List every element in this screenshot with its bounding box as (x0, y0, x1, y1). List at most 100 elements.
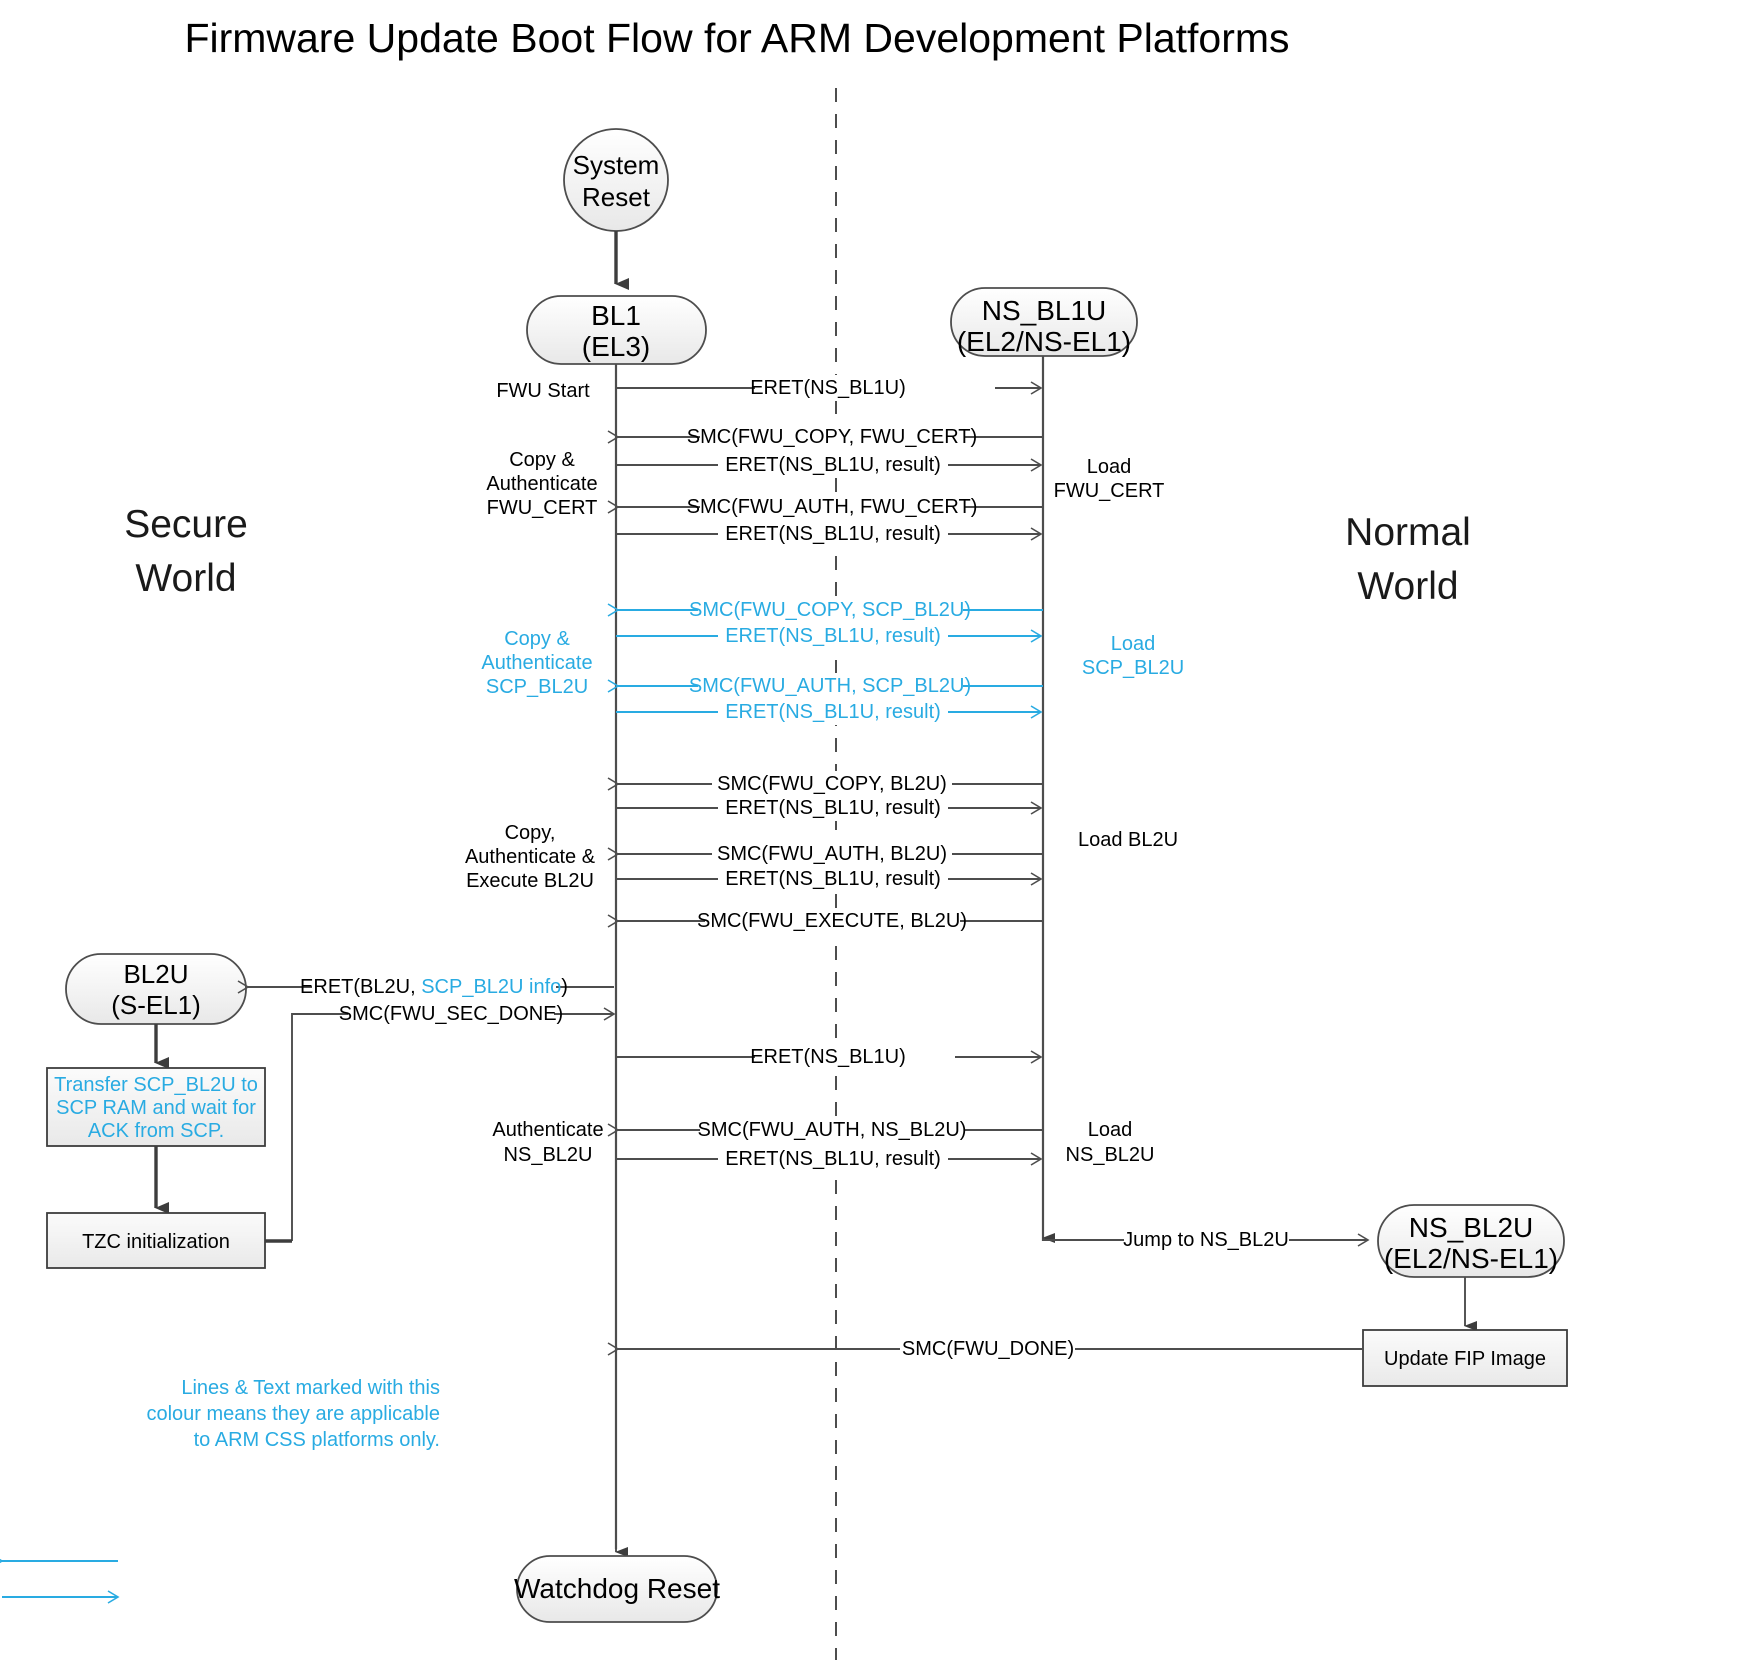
node-ns-bl1u[interactable]: NS_BL1U (EL2/NS-EL1) (950, 287, 1138, 357)
ns-bl1u-line2: (EL2/NS-EL1) (957, 326, 1131, 357)
annotation-a4-line1: Copy, (505, 822, 556, 844)
page-title: Firmware Update Boot Flow for ARM Develo… (184, 15, 1289, 61)
annotation-a2-line3: FWU_CERT (487, 497, 598, 519)
normal-world-line2: World (1357, 565, 1458, 608)
annotation-a2-line2: Authenticate (486, 473, 597, 495)
message-m5-label: ERET(NS_BL1U, result) (725, 523, 941, 545)
bl2u-line2: (S-EL1) (111, 990, 201, 1020)
message-m4: SMC(FWU_AUTH, FWU_CERT) (607, 494, 1043, 520)
annotation-r4-line1: Load (1088, 1119, 1133, 1141)
annotation-copy-auth-scp-bl2u: Copy & Authenticate SCP_BL2U (481, 628, 592, 698)
bl2u-line1: BL2U (123, 959, 188, 989)
message-m10: SMC(FWU_COPY, BL2U) (607, 771, 1043, 797)
annotation-a4-line3: Execute BL2U (466, 870, 594, 892)
message-smc-fwu-sec-done: SMC(FWU_SEC_DONE) (291, 1001, 616, 1241)
box-update-fip-image[interactable]: Update FIP Image (1362, 1329, 1568, 1387)
message-m3: ERET(NS_BL1U, result) (616, 452, 1043, 478)
annotation-copy-auth-exec-bl2u: Copy, Authenticate & Execute BL2U (465, 822, 596, 892)
message-m1: ERET(NS_BL1U) (616, 375, 1043, 401)
message-m1-label: ERET(NS_BL1U) (750, 377, 906, 399)
secure-world-line2: World (135, 557, 236, 600)
message-m9-label: ERET(NS_BL1U, result) (725, 701, 941, 723)
annotation-r1-line1: Load (1087, 456, 1132, 478)
annotation-load-scp-bl2u: Load SCP_BL2U (1082, 633, 1184, 679)
transfer-scp-line2: SCP RAM and wait for (56, 1097, 256, 1119)
message-m10-label: SMC(FWU_COPY, BL2U) (717, 773, 947, 795)
message-m14: SMC(FWU_EXECUTE, BL2U) (607, 908, 1043, 934)
message-smc-fwu-done-label: SMC(FWU_DONE) (902, 1338, 1074, 1360)
annotation-copy-auth-fwu-cert: Copy & Authenticate FWU_CERT (486, 449, 597, 519)
secure-world-label: Secure World (124, 503, 248, 600)
annotation-a5-line2: NS_BL2U (504, 1144, 593, 1166)
ns-bl2u-line2: (EL2/NS-EL1) (1384, 1243, 1558, 1274)
message-m11-label: ERET(NS_BL1U, result) (725, 797, 941, 819)
ns-bl2u-line1: NS_BL2U (1409, 1212, 1534, 1243)
ns-bl1u-line1: NS_BL1U (982, 295, 1107, 326)
message-m13: ERET(NS_BL1U, result) (616, 866, 1043, 892)
message-m13-label: ERET(NS_BL1U, result) (725, 868, 941, 890)
update-fip-line1: Update FIP Image (1384, 1348, 1546, 1370)
annotation-r2-line2: SCP_BL2U (1082, 657, 1184, 679)
message-m14-label: SMC(FWU_EXECUTE, BL2U) (697, 910, 967, 932)
secure-world-line1: Secure (124, 503, 248, 546)
system-reset-line2: Reset (582, 182, 651, 212)
message-m2-label: SMC(FWU_COPY, FWU_CERT) (687, 426, 977, 448)
message-m2: SMC(FWU_COPY, FWU_CERT) (607, 424, 1043, 450)
message-m17: ERET(NS_BL1U) (616, 1044, 1043, 1070)
annotation-a3-line2: Authenticate (481, 652, 592, 674)
transfer-scp-line1: Transfer SCP_BL2U to (54, 1074, 258, 1096)
message-m8-label: SMC(FWU_AUTH, SCP_BL2U) (689, 675, 971, 697)
message-m11: ERET(NS_BL1U, result) (616, 795, 1043, 821)
annotation-r2-line1: Load (1111, 633, 1156, 655)
eret-bl2u-prefix: ERET(BL2U, (300, 976, 421, 998)
message-m6-label: SMC(FWU_COPY, SCP_BL2U) (689, 599, 971, 621)
node-ns-bl2u[interactable]: NS_BL2U (EL2/NS-EL1) (1377, 1204, 1565, 1278)
message-m5: ERET(NS_BL1U, result) (616, 521, 1043, 547)
message-m12: SMC(FWU_AUTH, BL2U) (607, 841, 1043, 867)
annotation-a3-line1: Copy & (504, 628, 570, 650)
message-jump-to-ns-bl2u: Jump to NS_BL2U (1043, 1227, 1370, 1253)
box-tzc-initialization[interactable]: TZC initialization (46, 1212, 266, 1269)
annotation-load-ns-bl2u: Load NS_BL2U (1066, 1119, 1155, 1166)
tzc-init-line1: TZC initialization (82, 1231, 230, 1253)
system-reset-line1: System (573, 150, 660, 180)
legend: Lines & Text marked with this colour mea… (0, 1377, 440, 1604)
annotation-a4-line2: Authenticate & (465, 846, 596, 868)
legend-line1: Lines & Text marked with this (181, 1377, 440, 1399)
legend-line2: colour means they are applicable (146, 1403, 440, 1425)
node-system-reset[interactable]: System Reset (563, 128, 669, 232)
message-m7-label: ERET(NS_BL1U, result) (725, 625, 941, 647)
message-m6: SMC(FWU_COPY, SCP_BL2U) (607, 597, 1043, 623)
annotation-r1-line2: FWU_CERT (1054, 480, 1165, 502)
transfer-scp-line3: ACK from SCP. (88, 1120, 224, 1142)
annotation-fwu-start: FWU Start (496, 380, 590, 402)
bl1-line1: BL1 (591, 300, 641, 331)
message-m19-label: ERET(NS_BL1U, result) (725, 1148, 941, 1170)
node-bl1[interactable]: BL1 (EL3) (526, 295, 707, 365)
node-bl2u[interactable]: BL2U (S-EL1) (65, 953, 247, 1025)
eret-bl2u-cyan: SCP_BL2U info (421, 976, 561, 998)
message-m12-label: SMC(FWU_AUTH, BL2U) (717, 843, 947, 865)
message-m18: SMC(FWU_AUTH, NS_BL2U) (607, 1117, 1043, 1143)
message-eret-bl2u: ERET(BL2U, SCP_BL2U info) (237, 974, 614, 1000)
message-eret-bl2u-label: ERET(BL2U, SCP_BL2U info) (300, 976, 568, 998)
legend-line3: to ARM CSS platforms only. (194, 1429, 440, 1451)
message-m19: ERET(NS_BL1U, result) (616, 1146, 1043, 1172)
annotation-r4-line2: NS_BL2U (1066, 1144, 1155, 1166)
watchdog-reset-line1: Watchdog Reset (514, 1573, 720, 1604)
message-m9: ERET(NS_BL1U, result) (616, 699, 1043, 725)
node-watchdog-reset[interactable]: Watchdog Reset (514, 1555, 720, 1623)
annotation-authenticate-ns-bl2u: Authenticate NS_BL2U (492, 1119, 603, 1166)
eret-bl2u-suffix: ) (561, 976, 568, 998)
box-transfer-scp-bl2u[interactable]: Transfer SCP_BL2U to SCP RAM and wait fo… (46, 1067, 266, 1147)
message-m4-label: SMC(FWU_AUTH, FWU_CERT) (687, 496, 978, 518)
normal-world-line1: Normal (1345, 511, 1471, 554)
annotation-load-bl2u: Load BL2U (1078, 829, 1178, 851)
annotation-load-fwu-cert: Load FWU_CERT (1054, 456, 1165, 502)
message-m18-label: SMC(FWU_AUTH, NS_BL2U) (698, 1119, 967, 1141)
message-m3-label: ERET(NS_BL1U, result) (725, 454, 941, 476)
message-m17-label: ERET(NS_BL1U) (750, 1046, 906, 1068)
annotation-a3-line3: SCP_BL2U (486, 676, 588, 698)
